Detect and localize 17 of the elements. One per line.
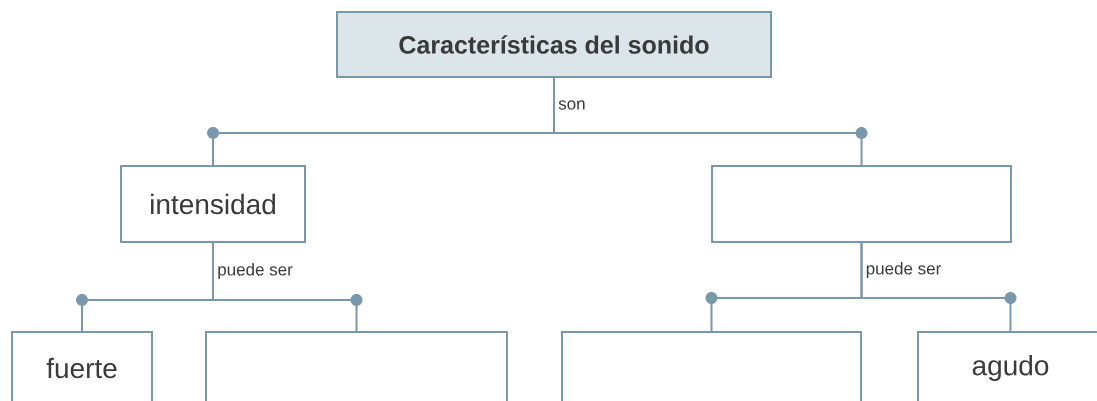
empty-box bbox=[711, 165, 1012, 243]
empty-box bbox=[205, 331, 508, 401]
edge-label: son bbox=[557, 99, 587, 111]
node-label: agudo bbox=[972, 354, 1049, 382]
concept-box bbox=[11, 331, 153, 401]
connector-line bbox=[860, 242, 1012, 332]
node-label: intensidad bbox=[151, 193, 276, 215]
concept-box bbox=[917, 331, 1097, 401]
node-label: fuerte bbox=[46, 357, 117, 379]
empty-box bbox=[561, 331, 862, 401]
edge-label: puede ser bbox=[216, 262, 294, 280]
connector-line bbox=[212, 242, 358, 332]
concept-box bbox=[120, 165, 306, 243]
title-box bbox=[336, 11, 772, 78]
node-label: Características del sonido bbox=[399, 35, 709, 54]
connector-line bbox=[553, 77, 863, 166]
edge-label: puede ser bbox=[864, 261, 943, 279]
